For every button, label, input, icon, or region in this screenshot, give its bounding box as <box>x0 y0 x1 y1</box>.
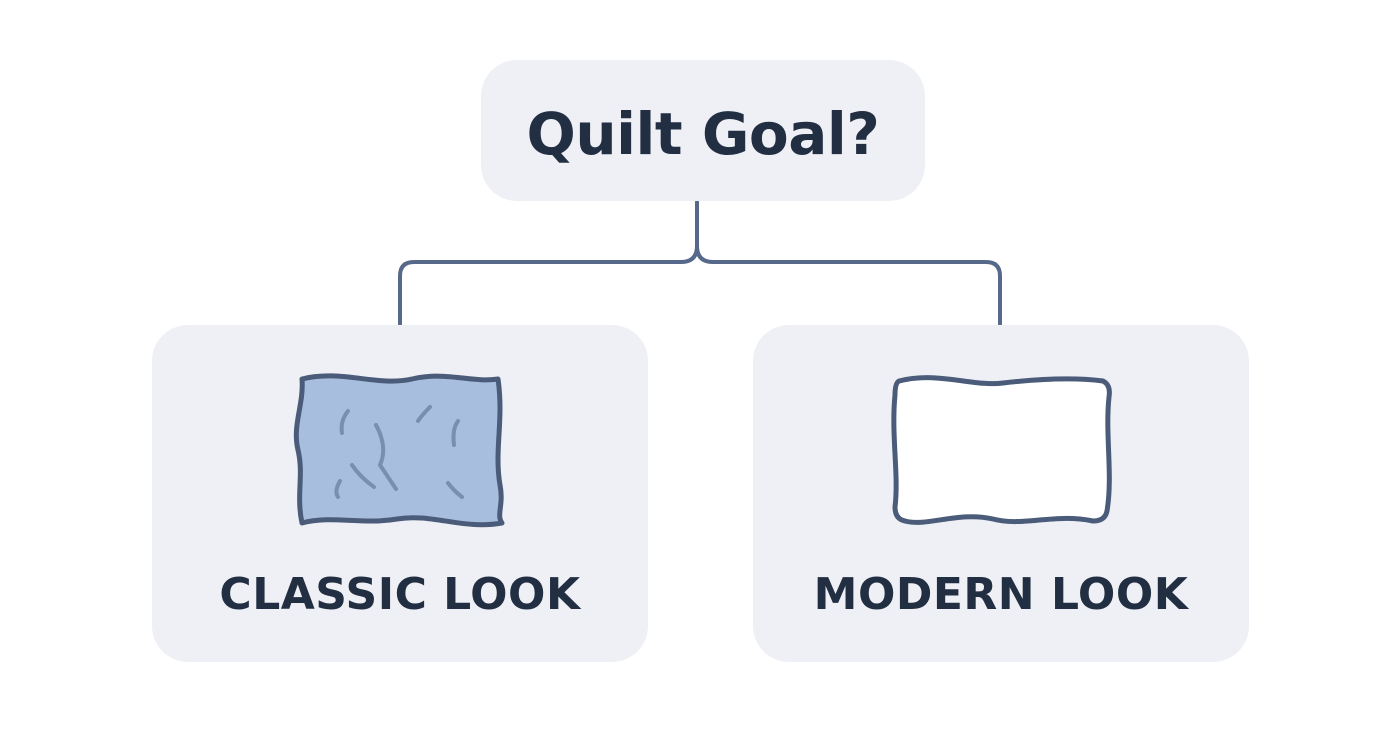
root-title: Quilt Goal? <box>526 99 880 168</box>
plain-swatch-icon <box>891 375 1112 525</box>
option-classic-look: CLASSIC LOOK <box>152 325 648 662</box>
option-classic-label: CLASSIC LOOK <box>219 569 581 620</box>
batting-swatch-icon <box>293 373 505 528</box>
root-node: Quilt Goal? <box>481 60 925 201</box>
option-modern-look: MODERN LOOK <box>753 325 1249 662</box>
option-modern-label: MODERN LOOK <box>813 569 1189 620</box>
